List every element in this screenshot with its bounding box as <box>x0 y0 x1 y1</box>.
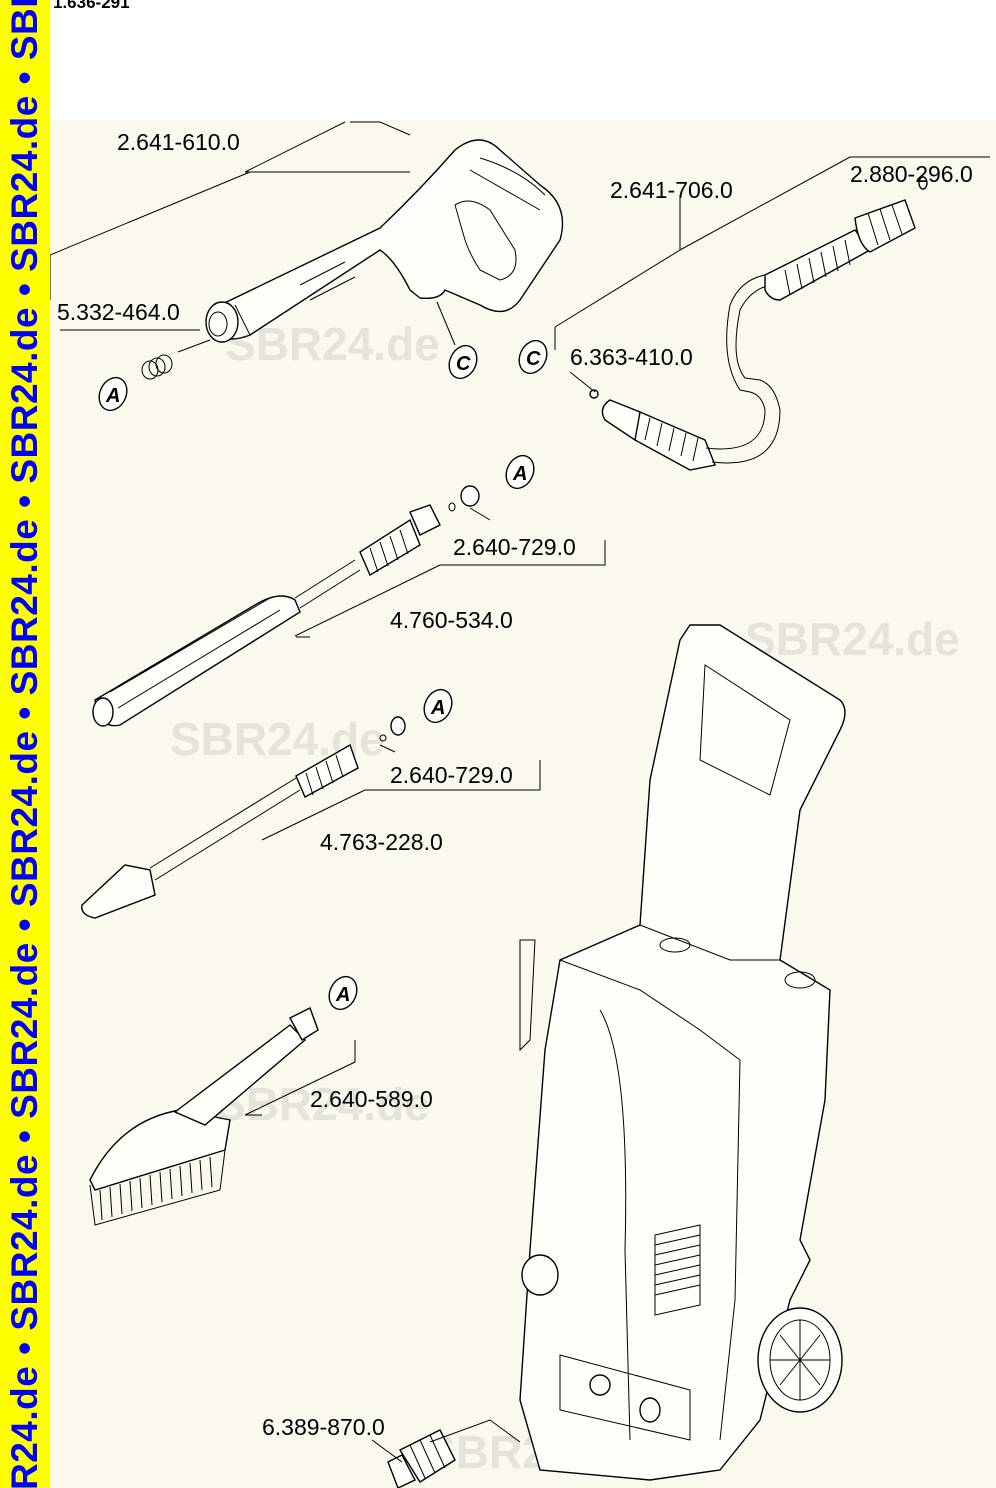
callout-a-4: A <box>328 975 358 1011</box>
part-label-o-ring: 6.363-410.0 <box>570 344 693 370</box>
part-label-nozzle-2: 2.640-729.0 <box>390 762 513 788</box>
part-label-hose-connector: 2.880-296.0 <box>850 161 973 187</box>
part-label-hose-coupling: 6.389-870.0 <box>262 1414 385 1440</box>
svg-text:A: A <box>335 984 350 1006</box>
hose-drawing <box>589 176 928 471</box>
svg-text:C: C <box>526 348 541 370</box>
spray-lance-vario-drawing <box>92 485 480 727</box>
part-label-gun: 2.641-610.0 <box>117 129 240 155</box>
callout-a-1: A <box>98 376 128 412</box>
exploded-parts-diagram: SBR24.de SBR24.de SBR24.de SBR24.de SBR2… <box>50 120 996 1488</box>
sidebar-watermark-text: R24.de • SBR24.de • SBR24.de • SBR24.de … <box>4 0 45 1488</box>
diagram-canvas: SBR24.de SBR24.de SBR24.de SBR24.de SBR2… <box>50 121 990 1488</box>
spring-drawing <box>141 354 173 380</box>
callout-a-3: A <box>423 688 453 724</box>
callout-c-2: C <box>518 339 548 375</box>
callout-c-1: C <box>448 344 478 380</box>
garden-hose-connector-drawing <box>387 1429 456 1488</box>
wash-brush-drawing <box>89 1007 319 1226</box>
document-id: 1.636-291 <box>53 0 130 12</box>
pressure-washer-body-drawing <box>519 624 846 1481</box>
callout-a-2: A <box>505 454 535 490</box>
part-label-wash-brush: 2.640-589.0 <box>310 1086 433 1112</box>
part-label-dirt-blaster: 4.763-228.0 <box>320 829 443 855</box>
watermark-2: SBR24.de <box>745 613 960 665</box>
trigger-gun-drawing <box>205 139 564 343</box>
svg-text:A: A <box>105 385 120 407</box>
sidebar-watermark-strip: R24.de • SBR24.de • SBR24.de • SBR24.de … <box>0 0 50 1488</box>
dirt-blaster-drawing <box>81 716 406 919</box>
part-label-vario-lance: 4.760-534.0 <box>390 607 513 633</box>
svg-text:A: A <box>430 697 445 719</box>
part-label-hose: 2.641-706.0 <box>610 177 733 203</box>
part-label-nozzle-1: 2.640-729.0 <box>453 534 576 560</box>
svg-text:C: C <box>456 353 471 375</box>
svg-text:A: A <box>512 463 527 485</box>
part-label-spring: 5.332-464.0 <box>57 299 180 325</box>
